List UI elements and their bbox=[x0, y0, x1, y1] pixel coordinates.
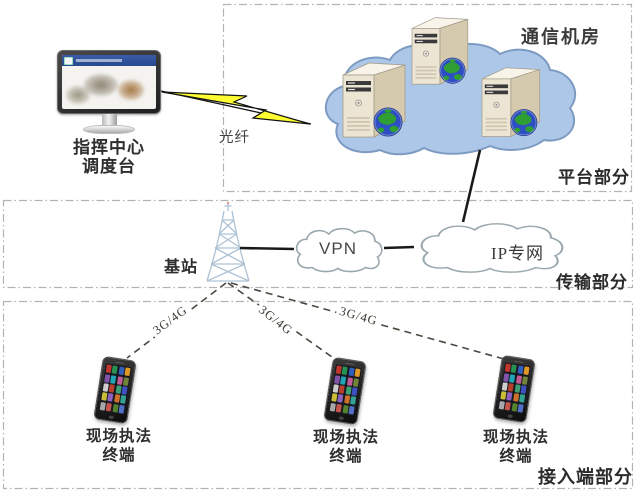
dispatch-console-icon bbox=[57, 50, 161, 134]
server-icon bbox=[411, 17, 469, 85]
monitor-bezel bbox=[57, 50, 161, 114]
monitor-screen bbox=[62, 55, 156, 109]
lightning-bolt-icon bbox=[161, 91, 311, 125]
dispatch-console-label: 指挥中心 调度台 bbox=[57, 138, 161, 176]
dispatch-console-label-line2: 调度台 bbox=[82, 157, 136, 176]
comm-room-label: 通信机房 bbox=[521, 27, 601, 47]
transmission-section-box bbox=[2, 199, 634, 289]
monitor-stand-neck bbox=[101, 114, 117, 127]
phone-app-grid bbox=[328, 364, 362, 416]
ip-network-label: IP专网 bbox=[490, 244, 545, 263]
vpn-label: VPN bbox=[319, 239, 357, 258]
dispatch-console-label-line1: 指挥中心 bbox=[73, 138, 145, 157]
phone-app-grid bbox=[98, 363, 132, 415]
terminal-label-line1: 现场执法 bbox=[312, 429, 379, 446]
app-logo-icon bbox=[64, 56, 73, 65]
monitor-app-header bbox=[62, 55, 156, 66]
terminal-label-line1: 现场执法 bbox=[482, 429, 549, 446]
server-icon bbox=[342, 62, 406, 138]
transmission-section-label: 传输部分 bbox=[556, 273, 628, 292]
terminal-label-line1: 现场执法 bbox=[85, 428, 152, 445]
monitor-stand-base bbox=[83, 125, 135, 134]
terminal-label-line2: 终端 bbox=[102, 447, 136, 464]
server-icon bbox=[481, 67, 541, 138]
terminal-label: 现场执法 终端 bbox=[471, 428, 561, 466]
access-section-box bbox=[2, 300, 634, 490]
access-section-label: 接入端部分 bbox=[538, 467, 633, 487]
base-station-tower-icon bbox=[206, 201, 250, 282]
tower-vpn-line bbox=[239, 246, 295, 251]
uplink-line bbox=[461, 149, 482, 223]
terminal-label-line2: 终端 bbox=[329, 448, 363, 465]
app-title-bar-text bbox=[76, 59, 122, 62]
terminal-label-line2: 终端 bbox=[499, 448, 533, 465]
phone-app-grid bbox=[497, 362, 531, 414]
vpn-ip-line bbox=[383, 245, 415, 250]
terminal-label: 现场执法 终端 bbox=[74, 427, 164, 465]
wireless-link-line bbox=[227, 282, 340, 363]
fiber-link-label: 光纤 bbox=[219, 130, 250, 146]
platform-section-label: 平台部分 bbox=[558, 168, 630, 187]
terminal-label: 现场执法 终端 bbox=[301, 428, 391, 466]
base-station-label: 基站 bbox=[163, 259, 198, 276]
monitor-photo bbox=[62, 66, 156, 109]
